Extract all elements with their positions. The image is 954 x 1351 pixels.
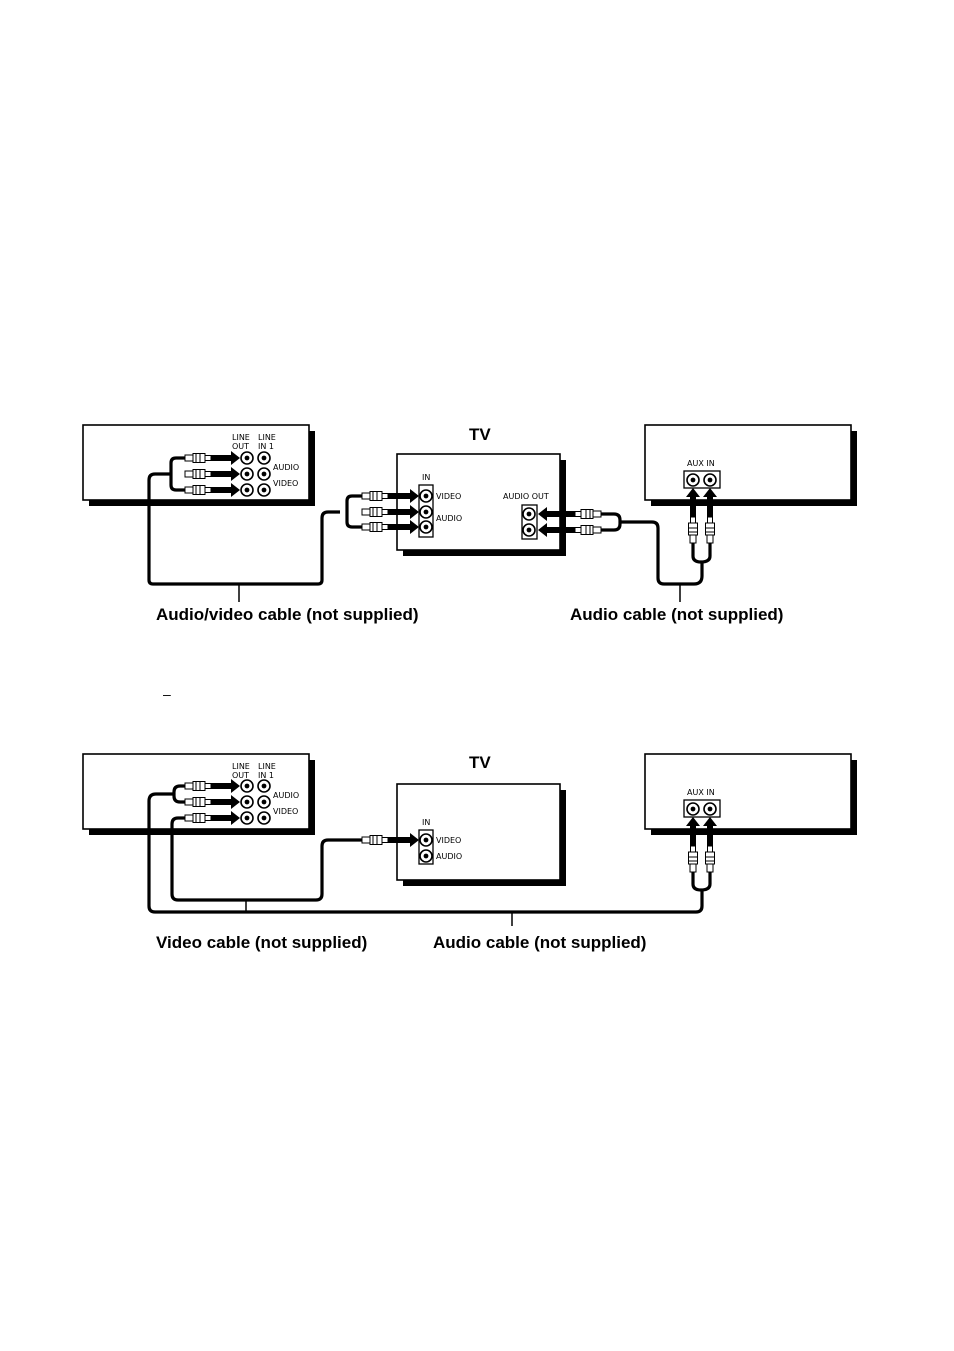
audio-label: AUDIO bbox=[273, 791, 299, 800]
line-out-jack bbox=[241, 452, 253, 464]
tv-audio-jack bbox=[420, 521, 432, 533]
line-in-jack bbox=[258, 484, 270, 496]
tv-video-label: VIDEO bbox=[436, 836, 461, 845]
audio-cable-caption: Audio cable (not supplied) bbox=[570, 605, 783, 624]
line-out-jack bbox=[241, 812, 253, 824]
aux-in-jack bbox=[704, 803, 716, 815]
aux-in-jack bbox=[687, 803, 699, 815]
av-cable-caption: Audio/video cable (not supplied) bbox=[156, 605, 419, 624]
tv-in-label: IN bbox=[422, 818, 430, 827]
line-out-jack bbox=[241, 484, 253, 496]
tv-audio-jack bbox=[420, 506, 432, 518]
aux-in-label: AUX IN bbox=[687, 788, 715, 797]
line-out-jack bbox=[241, 780, 253, 792]
tv-audio-out-jack bbox=[523, 524, 535, 536]
line-in-jack bbox=[258, 812, 270, 824]
tv-video-jack bbox=[420, 490, 432, 502]
tv-in-label: IN bbox=[422, 473, 430, 482]
tv-title: TV bbox=[469, 753, 491, 772]
tv-audio-jack bbox=[420, 850, 432, 862]
audio-cable-caption: Audio cable (not supplied) bbox=[433, 933, 646, 952]
line-out-jack bbox=[241, 468, 253, 480]
tv-audio-label: AUDIO bbox=[436, 852, 462, 861]
receiver-device: AUX IN bbox=[645, 425, 857, 543]
aux-in-jack bbox=[704, 474, 716, 486]
video-label: VIDEO bbox=[273, 479, 298, 488]
video-label: VIDEO bbox=[273, 807, 298, 816]
line-in-jack bbox=[258, 452, 270, 464]
dash-marker: – bbox=[163, 686, 171, 702]
aux-in-label: AUX IN bbox=[687, 459, 715, 468]
line-in-jack bbox=[258, 796, 270, 808]
line-out-jack bbox=[241, 796, 253, 808]
tv-video-jack bbox=[420, 834, 432, 846]
tv-audio-out-jack bbox=[523, 508, 535, 520]
tv-device: TV IN VIDEO AUDIO AUDIO OUT bbox=[362, 425, 601, 556]
tv-audio-label: AUDIO bbox=[436, 514, 462, 523]
tv-audio-out-label: AUDIO OUT bbox=[503, 492, 549, 501]
line-in-jack bbox=[258, 468, 270, 480]
tv-video-label: VIDEO bbox=[436, 492, 461, 501]
receiver-device: AUX IN bbox=[645, 754, 857, 872]
tv-device: TV IN VIDEO AUDIO bbox=[362, 753, 566, 886]
audio-label: AUDIO bbox=[273, 463, 299, 472]
video-cable-caption: Video cable (not supplied) bbox=[156, 933, 367, 952]
line-in-jack bbox=[258, 780, 270, 792]
tv-title: TV bbox=[469, 425, 491, 444]
aux-in-jack bbox=[687, 474, 699, 486]
